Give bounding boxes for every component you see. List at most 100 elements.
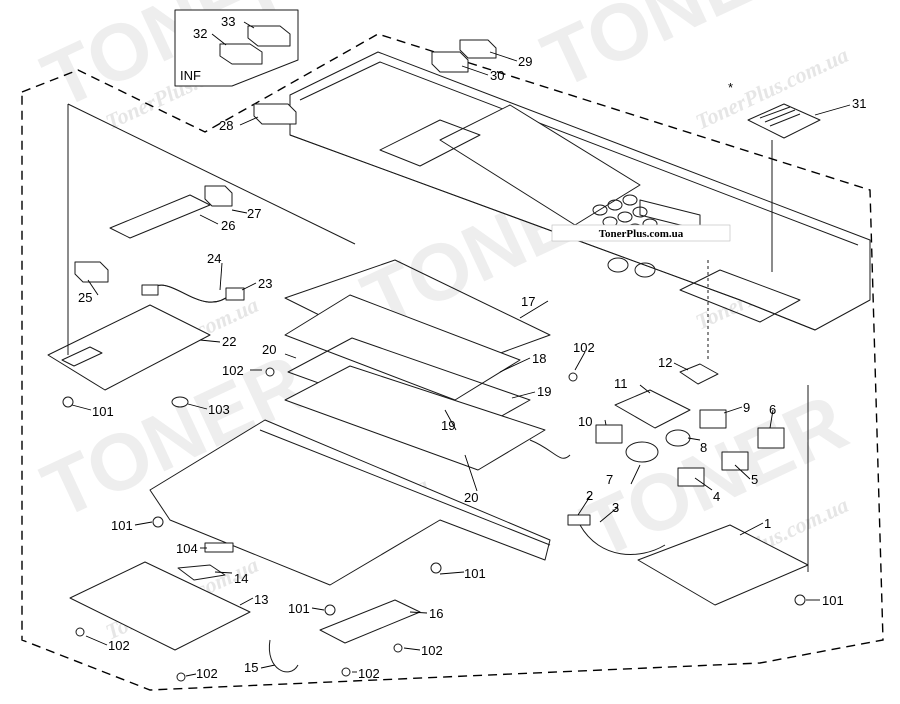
part-6-key <box>757 427 785 449</box>
callout-102: 102 <box>573 340 595 355</box>
callout-26: 26 <box>221 218 235 233</box>
callout-29: 29 <box>518 54 532 69</box>
part-15-harness <box>268 639 299 673</box>
part-26-board <box>109 194 211 239</box>
inf-label: INF <box>180 68 201 83</box>
part-28-cover <box>253 103 297 125</box>
part-14-sheet <box>177 564 226 581</box>
part-23-connector <box>225 287 245 301</box>
screws <box>62 367 806 682</box>
part-3-harness <box>579 524 666 555</box>
part-33-cover <box>247 25 291 47</box>
callout-3: 3 <box>612 500 619 515</box>
callout-15: 15 <box>244 660 258 675</box>
panel-label-recess <box>679 269 801 323</box>
callout-28: 28 <box>219 118 233 133</box>
part-5-key <box>721 451 749 471</box>
part-12-key <box>679 363 719 385</box>
callout-20-b: 20 <box>464 490 478 505</box>
part-2-connector <box>567 514 591 526</box>
panel-key-strip <box>379 119 481 167</box>
guide-line <box>67 103 356 245</box>
callout-101: 101 <box>92 404 114 419</box>
callout-7: 7 <box>606 472 613 487</box>
callout-102: 102 <box>108 638 130 653</box>
callout-23: 23 <box>258 276 272 291</box>
callout-2: 2 <box>586 488 593 503</box>
callout-6: 6 <box>769 402 776 417</box>
asterisk-mark: * <box>728 80 733 95</box>
part-9-key <box>699 409 727 429</box>
part-13-board <box>69 561 251 651</box>
part-20-cable <box>529 439 571 459</box>
callout-19-a: 19 <box>537 384 551 399</box>
callout-102: 102 <box>358 666 380 681</box>
part-7-key <box>625 441 659 463</box>
chassis-plate <box>149 419 551 586</box>
part-8-key <box>665 429 691 447</box>
callout-4: 4 <box>713 489 720 504</box>
part-10-key <box>595 424 623 444</box>
callout-24: 24 <box>207 251 221 266</box>
part-22-board <box>47 304 211 391</box>
callout-17: 17 <box>521 294 535 309</box>
callout-101: 101 <box>464 566 486 581</box>
callout-19-b: 19 <box>441 418 455 433</box>
part-25-holder <box>74 261 109 283</box>
callout-101: 101 <box>288 601 310 616</box>
chassis-edge <box>259 429 551 546</box>
callout-27: 27 <box>247 206 261 221</box>
callout-16: 16 <box>429 606 443 621</box>
callout-22: 22 <box>222 334 236 349</box>
callout-25: 25 <box>78 290 92 305</box>
callout-11: 11 <box>614 376 628 391</box>
callout-9: 9 <box>743 400 750 415</box>
callout-102: 102 <box>222 363 244 378</box>
assembly-boundary <box>21 33 884 691</box>
part-32-cover <box>219 43 263 65</box>
part-24-connector <box>141 284 159 296</box>
callout-18: 18 <box>532 351 546 366</box>
inf-inset: INF <box>174 9 299 87</box>
callouts: 1 2 3 4 5 6 7 8 9 10 11 12 13 14 15 16 1… <box>78 14 866 681</box>
callout-20-a: 20 <box>262 342 276 357</box>
callout-10: 10 <box>578 414 592 429</box>
callout-30: 30 <box>490 68 504 83</box>
part-18-panel <box>284 294 521 401</box>
callout-101: 101 <box>111 518 133 533</box>
callout-104: 104 <box>176 541 198 556</box>
callout-1: 1 <box>764 516 771 531</box>
panel-lcd-window <box>439 104 641 226</box>
callout-13: 13 <box>254 592 268 607</box>
panel-cover-edge <box>299 61 859 246</box>
part-4-key <box>677 467 705 487</box>
callout-12: 12 <box>658 355 672 370</box>
callout-33: 33 <box>221 14 235 29</box>
part-27-holder <box>204 185 233 207</box>
part-30-cover <box>431 51 469 73</box>
callout-14: 14 <box>234 571 248 586</box>
callout-102: 102 <box>421 643 443 658</box>
callout-5: 5 <box>751 472 758 487</box>
part-16-board <box>319 599 421 644</box>
callout-31: 31 <box>852 96 866 111</box>
site-banner-text: TonerPlus.com.ua <box>599 228 684 240</box>
part-103-standoff <box>171 396 189 408</box>
callout-32: 32 <box>193 26 207 41</box>
part-22-connector <box>61 346 103 367</box>
callout-103: 103 <box>208 402 230 417</box>
callout-102: 102 <box>196 666 218 681</box>
callout-8: 8 <box>700 440 707 455</box>
site-banner: TonerPlus.com.ua <box>551 224 731 242</box>
part-31-label <box>747 103 821 139</box>
panel-cover-lower-edge <box>289 134 816 331</box>
operation-panel-cover <box>289 51 871 331</box>
leader-lines <box>71 21 851 677</box>
part-29-cover <box>459 39 497 59</box>
part-104-pad <box>204 542 234 553</box>
part-20-lcd-unit <box>284 365 546 471</box>
part-24-harness <box>149 284 231 303</box>
callout-101: 101 <box>822 593 844 608</box>
part-11-keymat <box>614 389 691 429</box>
